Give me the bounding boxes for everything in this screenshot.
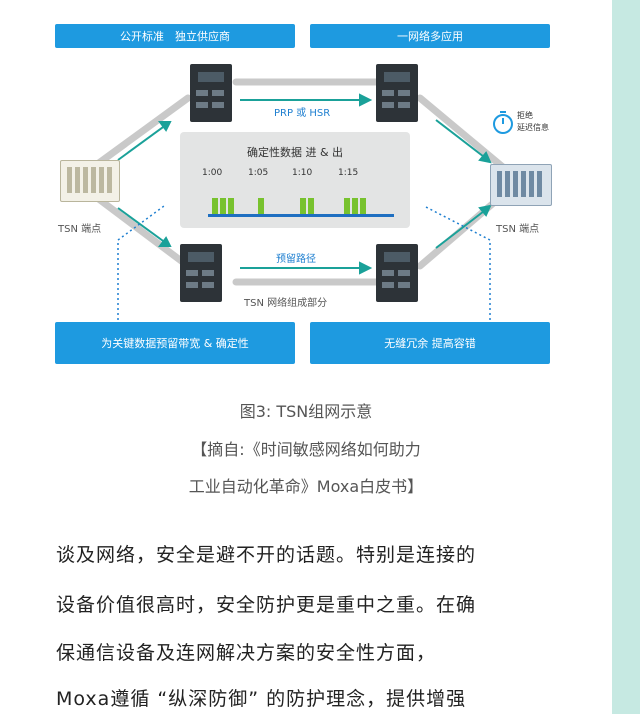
delay-info-label: 延迟信息 xyxy=(517,123,549,132)
right-endpoint-label: TSN 端点 xyxy=(496,224,540,235)
right-decorative-strip xyxy=(612,0,640,714)
network-part-label: TSN 网络组成部分 xyxy=(244,298,328,309)
time-label: 1:00 xyxy=(202,168,223,178)
data-bar xyxy=(308,198,314,214)
stopwatch-icon xyxy=(493,111,513,134)
body-paragraph-line: Moxa遵循 “纵深防御” 的防护理念，提供增强 xyxy=(56,688,467,710)
data-bar xyxy=(344,198,350,214)
reserved-path-label: 预留路径 xyxy=(276,254,316,265)
time-label: 1:15 xyxy=(338,168,359,178)
tsn-switch-top-right xyxy=(376,64,418,122)
one-network-multi-app-box: 一网络多应用 xyxy=(310,24,550,48)
body-paragraph-line: 保通信设备及连网解决方案的安全性方面， xyxy=(56,642,437,664)
prp-hsr-label: PRP 或 HSR xyxy=(274,108,331,119)
tsn-switch-bottom-left xyxy=(180,244,222,302)
tsn-switch-top-left xyxy=(190,64,232,122)
figure-caption-title: 图3: TSN组网示意 xyxy=(239,402,373,421)
deterministic-data-panel: 确定性数据 进 & 出 1:00 1:05 1:10 1:15 xyxy=(180,132,410,228)
tsn-network-figure: 公开标准 独立供应商 一网络多应用 PRP 或 HSR 预留路径 TSN 网络组… xyxy=(55,24,552,364)
data-bar xyxy=(300,198,306,214)
time-label: 1:10 xyxy=(292,168,313,178)
left-endpoint-label: TSN 端点 xyxy=(58,224,102,235)
data-bar xyxy=(258,198,264,214)
data-bar xyxy=(352,198,358,214)
panel-title: 确定性数据 进 & 出 xyxy=(246,146,344,159)
figure-caption-source-line2: 工业自动化革命》Moxa白皮书】 xyxy=(188,477,424,496)
body-paragraph-line: 谈及网络，安全是避不开的话题。特别是连接的 xyxy=(56,544,477,566)
figure-caption-source-line1: 【摘自:《时间敏感网络如何助力 xyxy=(191,440,421,459)
data-bar xyxy=(360,198,366,214)
time-label: 1:05 xyxy=(248,168,269,178)
reject-label: 拒绝 xyxy=(517,111,533,120)
data-bar xyxy=(212,198,218,214)
network-lines xyxy=(88,78,513,320)
tsn-switch-bottom-right xyxy=(376,244,418,302)
open-standard-box: 公开标准 独立供应商 xyxy=(55,24,295,48)
data-bar xyxy=(228,198,234,214)
timeline-bar xyxy=(208,214,394,217)
reserved-bandwidth-box: 为关键数据预留带宽 & 确定性 xyxy=(55,322,295,364)
tsn-endpoint-left-device xyxy=(60,160,120,202)
tsn-endpoint-right-device xyxy=(490,164,552,206)
data-bar xyxy=(220,198,226,214)
body-paragraph-line: 设备价值很高时，安全防护更是重中之重。在确 xyxy=(56,594,477,616)
seamless-redundancy-box: 无缝冗余 提高容错 xyxy=(310,322,550,364)
